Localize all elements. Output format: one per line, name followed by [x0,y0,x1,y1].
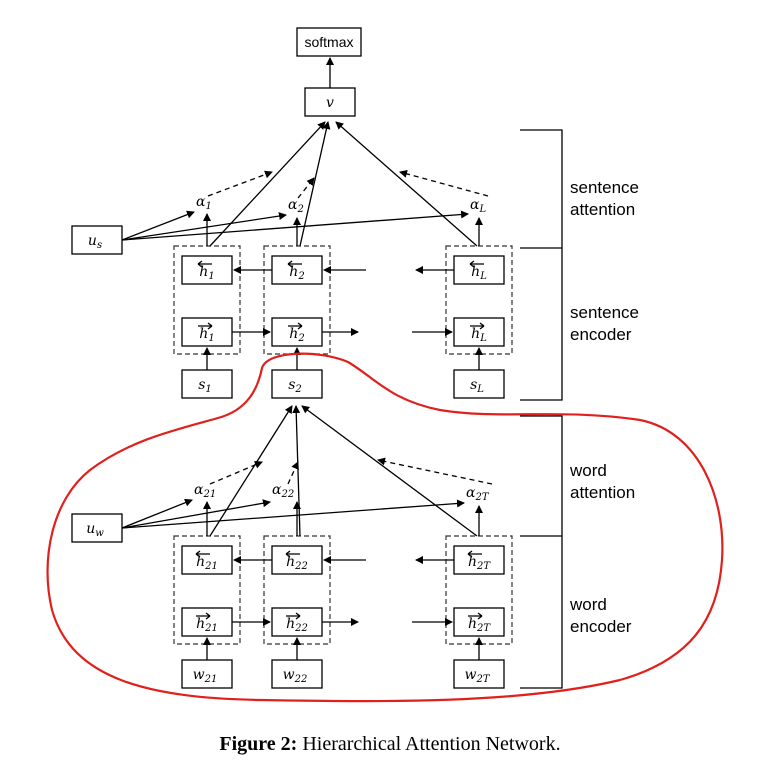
word-forward-state-2T: h2T [468,616,491,634]
word-forward-state-21: h21 [196,616,218,634]
word-level-highlight-outline [46,352,724,703]
sentence-backward-state-2: h2 [289,264,304,282]
word-input-2T: w2T [464,667,490,685]
figure-caption: Figure 2: Hierarchical Attention Network… [219,733,560,755]
word-forward-state-22: h22 [286,616,308,634]
word-input-22: w22 [283,667,308,685]
sentence-backward-state-L: hL [471,264,487,282]
word-encoder-label-line2: encoder [570,617,632,636]
word-alpha-2T: α2T [466,485,490,503]
sentence-context-vector: us [88,233,102,251]
word-encoder-label-line1: word [569,595,607,614]
sentence-encoder-label-line2: encoder [570,325,632,344]
word-alpha-22: α22 [272,482,294,500]
sentence-input-1: s1 [198,377,212,395]
sentence-forward-state-2: h2 [289,326,304,344]
word-backward-state-21: h21 [196,554,218,572]
sentence-alpha-2: α2 [288,197,304,215]
sentence-input-L: sL [470,377,484,395]
v-box [304,87,356,117]
word-attention-brace [520,415,563,689]
word-input-21: w21 [193,667,218,685]
word-context-vector-box [71,513,123,543]
word-backward-state-2T: h2T [468,554,491,572]
sentence-attention-brace [520,129,563,401]
sentence-alpha-L: αL [470,197,486,215]
word-attention-label-line2: attention [570,483,635,502]
softmax-label: softmax [304,34,353,50]
sentence-attention-label-line1: sentence [570,178,639,197]
v-label: v [326,95,334,111]
word-attention-label-line1: word [569,461,607,480]
sentence-backward-state-1: h1 [199,264,214,282]
sentence-forward-state-L: hL [471,326,487,344]
word-alpha-21: α21 [194,482,216,500]
sentence-input-2: s2 [288,377,302,395]
word-context-vector: uw [86,521,104,539]
sentence-encoder-label-line1: sentence [570,303,639,322]
word-backward-state-22: h22 [286,554,308,572]
sentence-forward-state-1: h1 [199,326,214,344]
sentence-attention-label-line2: attention [570,200,635,219]
sentence-alpha-1: α1 [196,194,212,212]
sentence-context-vector-box [71,225,123,255]
softmax-box [296,27,362,57]
